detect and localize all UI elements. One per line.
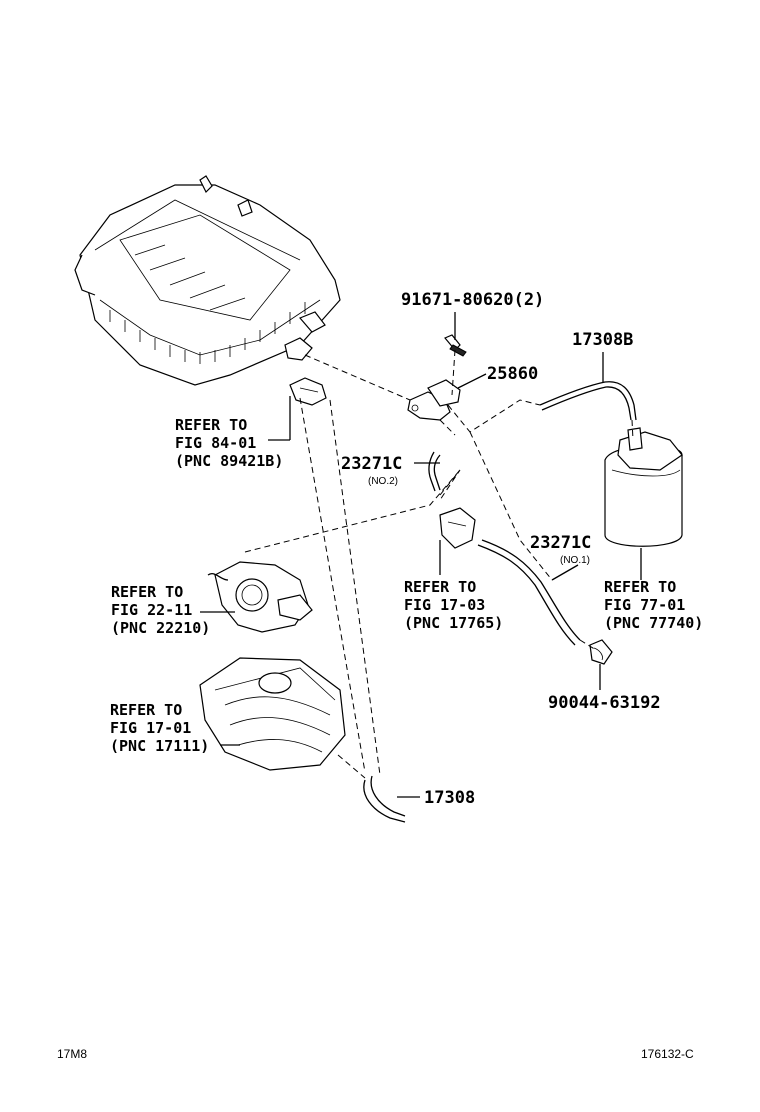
throttle-body-reference: REFER TO FIG 22-11 (PNC 22210): [111, 583, 210, 637]
sensor-illustration: [289, 377, 327, 406]
charcoal-canister-illustration: [604, 427, 683, 580]
hose-17308b-illustration: [539, 352, 637, 421]
reference-line-3: (PNC 17765): [404, 614, 504, 632]
reference-line-3: (PNC 22210): [111, 619, 211, 637]
hose-no2-subtitle: (NO.2): [368, 476, 398, 487]
intake-manifold-illustration: [199, 657, 346, 771]
reference-line-2: FIG 22-11: [111, 601, 193, 619]
reference-line-2: FIG 77-01: [604, 596, 686, 614]
hose-17308-part-number: 17308: [424, 788, 476, 808]
footer-left-code: 17M8: [57, 1047, 88, 1061]
throttle-body-illustration: [200, 561, 313, 633]
intake-manifold-reference: REFER TO FIG 17-01 (PNC 17111): [110, 701, 209, 755]
footer-right-code: 176132-C: [641, 1047, 694, 1061]
bolt-part-number: 91671-80620(2): [401, 290, 545, 310]
hose-17308-illustration: [363, 775, 420, 823]
reference-line-1: REFER TO: [404, 578, 477, 596]
hose-no1-illustration: [477, 539, 581, 646]
reference-line-3: (PNC 89421B): [175, 452, 284, 470]
canister-reference: REFER TO FIG 77-01 (PNC 77740): [604, 578, 703, 632]
air-cleaner-reference: REFER TO FIG 84-01 (PNC 89421B): [175, 416, 283, 470]
clip-illustration: [589, 639, 613, 690]
vsv-part-number: 25860: [487, 364, 539, 384]
hose-no2-illustration: [414, 451, 441, 492]
reference-line-3: (PNC 17111): [110, 737, 210, 755]
reference-line-1: REFER TO: [111, 583, 184, 601]
reference-line-2: FIG 17-03: [404, 596, 486, 614]
clip-part-number: 90044-63192: [548, 693, 661, 713]
leader-lines: [268, 396, 291, 441]
reference-line-3: (PNC 77740): [604, 614, 704, 632]
reference-line-1: REFER TO: [110, 701, 183, 719]
hose-no2-part-number: 23271C: [341, 454, 403, 474]
vsv-illustration: [407, 373, 487, 421]
dashed-connection-lines: [244, 349, 634, 779]
hose-no1-part-number: 23271C: [530, 533, 592, 553]
reference-line-1: REFER TO: [604, 578, 677, 596]
bracket-reference: REFER TO FIG 17-03 (PNC 17765): [404, 578, 503, 632]
bracket-illustration: [439, 507, 476, 575]
reference-line-2: FIG 17-01: [110, 719, 192, 737]
hose-17308b-part-number: 17308B: [572, 330, 634, 350]
bolt-illustration: [444, 312, 467, 357]
air-cleaner-case-illustration: [74, 175, 341, 386]
reference-line-2: FIG 84-01: [175, 434, 257, 452]
reference-line-1: REFER TO: [175, 416, 248, 434]
hose-no1-subtitle: (NO.1): [560, 555, 590, 566]
